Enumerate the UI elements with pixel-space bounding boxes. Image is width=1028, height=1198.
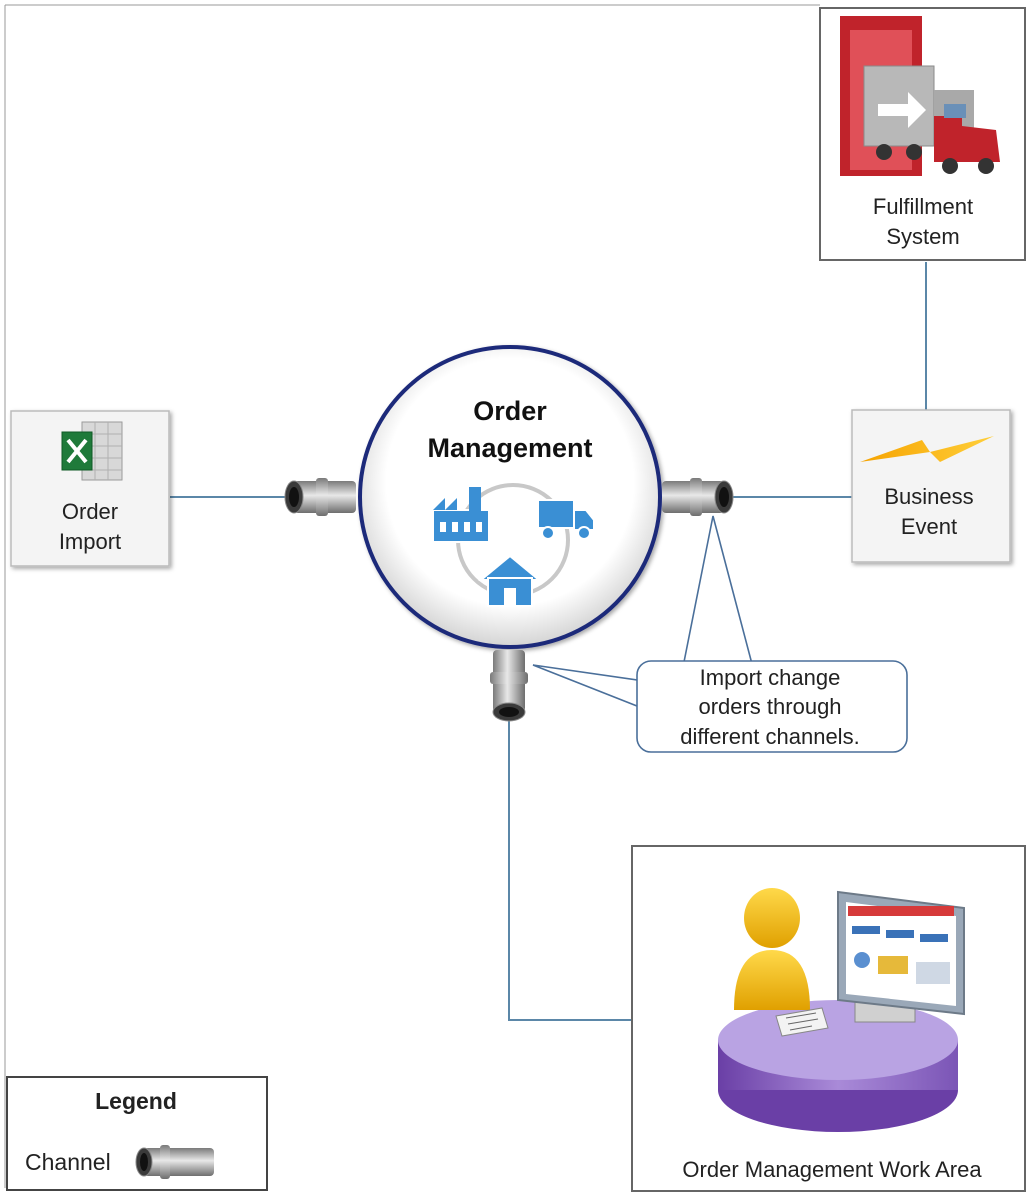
callout-line1: Import change (700, 665, 841, 690)
order-import-label-line1: Order (62, 499, 118, 524)
callout-pointer-right (682, 515, 753, 668)
legend-box (6, 1076, 268, 1191)
legend-channel-icon (135, 1145, 214, 1179)
factory-icon (432, 487, 490, 543)
callout-pointer-bottom (532, 664, 638, 707)
callout-line3: different channels. (680, 724, 859, 749)
callout-box (636, 660, 908, 753)
work-area-label: Order Management Work Area (682, 1157, 982, 1182)
truck-warehouse-icon (840, 16, 1000, 176)
person-at-desk-icon (718, 888, 965, 1132)
callout-line2: orders through (698, 694, 841, 719)
truck-icon (537, 499, 595, 540)
business-event-node[interactable] (851, 409, 1011, 563)
order-management-node[interactable] (358, 345, 662, 649)
line-work-area (508, 715, 632, 1021)
business-event-label-line2: Event (901, 514, 957, 539)
channel-connector-bottom (490, 650, 528, 722)
lightning-bolt-icon (860, 436, 994, 462)
legend-channel-label: Channel (25, 1149, 111, 1175)
house-icon (478, 554, 542, 607)
order-management-title-line2: Management (427, 433, 592, 463)
spreadsheet-icon (61, 421, 123, 481)
order-import-label-line2: Import (59, 529, 121, 554)
business-event-label-line1: Business (884, 484, 973, 509)
connector-lines (170, 262, 927, 1021)
legend-title: Legend (95, 1088, 177, 1114)
order-management-title-line1: Order (473, 396, 547, 426)
fulfillment-label-line1: Fulfillment (873, 194, 973, 219)
callout-pointers (532, 515, 753, 707)
channel-connector-left (284, 478, 356, 516)
channel-connector-right (662, 478, 734, 516)
fulfillment-label-line2: System (886, 224, 959, 249)
